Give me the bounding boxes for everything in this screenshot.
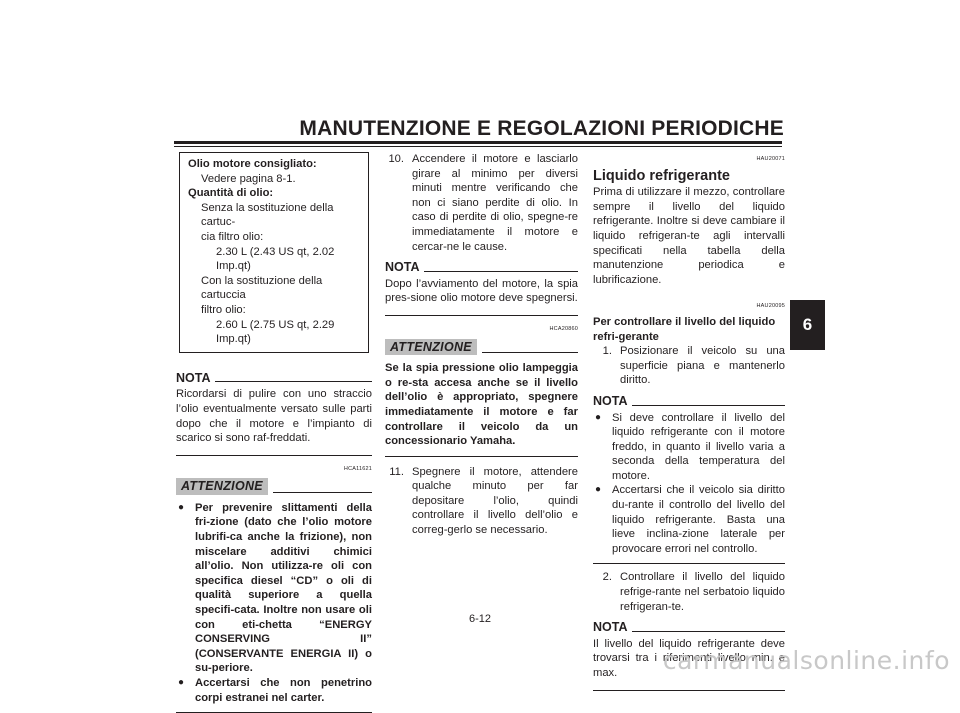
- section-title: Liquido refrigerante: [593, 167, 730, 184]
- nota-label: NOTA: [593, 393, 628, 408]
- step-item: 11. Spegnere il motore, attendere qualch…: [385, 465, 578, 538]
- chapter-tab[interactable]: 6: [790, 300, 825, 350]
- attenzione-label: ATTENZIONE: [385, 338, 477, 356]
- bullet-icon: ●: [178, 501, 185, 513]
- section-end-rule: [593, 689, 785, 691]
- attenzione-label: ATTENZIONE: [176, 478, 268, 495]
- spec-value: 2.30 L (2.43 US qt, 2.02 Imp.qt): [216, 245, 335, 273]
- bullet-text: Accertarsi che non penetrino corpi estra…: [195, 677, 372, 704]
- step-number: 1.: [602, 345, 612, 358]
- list-item: ● Per prevenire slittamenti della fri-zi…: [176, 501, 372, 676]
- nota-heading: NOTA: [385, 260, 578, 275]
- list-item: ● Si deve controllare il livello del liq…: [593, 411, 785, 484]
- nota-text: Il livello del liquido refrigerante deve…: [593, 637, 785, 679]
- step-number: 10.: [388, 153, 404, 165]
- attenzione-body: ● Per prevenire slittamenti della fri-zi…: [176, 501, 372, 705]
- spec-text: cia filtro olio:: [201, 230, 264, 243]
- ref-code: HCA20860: [549, 325, 578, 332]
- list-item: ● Accertarsi che non penetrino corpi est…: [176, 676, 372, 705]
- intro-text: Prima di utilizzare il mezzo, controllar…: [593, 186, 785, 286]
- step-item: 10. Accendere il motore e lasciarlo gira…: [385, 152, 578, 254]
- section-end-rule: [385, 455, 578, 457]
- nota-heading: NOTA: [593, 394, 785, 409]
- bullet-text: Per prevenire slittamenti della fri-zion…: [195, 501, 372, 675]
- step-item: 2. Controllare il livello del liquido re…: [593, 570, 785, 614]
- svg-text:carmanualsonline.info: carmanualsonline.info: [663, 646, 950, 675]
- page-number: 6-12: [468, 613, 492, 625]
- oil-spec-box: Olio motore consigliato: Vedere pagina 8…: [179, 152, 369, 353]
- spec-text: Senza la sostituzione della cartuc-: [201, 201, 334, 229]
- step-text: Posizionare il veicolo su una superficie…: [620, 345, 785, 387]
- bullet-text: Accertarsi che il veicolo sia diritto du…: [612, 484, 785, 555]
- column-right: HAU20071 Liquido refrigerante Prima di u…: [593, 152, 785, 691]
- bullet-icon: ●: [595, 411, 602, 423]
- spec-value: Vedere pagina 8-1.: [201, 172, 296, 185]
- nota-text: Dopo l’avviamento del motore, la spia pr…: [385, 277, 578, 305]
- nota-text: Ricordarsi di pulire con uno straccio l’…: [176, 388, 372, 445]
- step-text: Controllare il livello del liquido refri…: [620, 571, 785, 613]
- spec-value: 2.60 L (2.75 US qt, 2.29 Imp.qt): [216, 318, 335, 346]
- column-left: Olio motore consigliato: Vedere pagina 8…: [176, 152, 372, 713]
- header-rule-thin: [174, 146, 782, 147]
- nota-heading: NOTA: [176, 371, 372, 386]
- bullet-icon: ●: [595, 484, 602, 496]
- section-end-rule: [385, 314, 578, 316]
- page-header-title: MANUTENZIONE E REGOLAZIONI PERIODICHE: [299, 117, 784, 140]
- spec-label: Quantità di olio:: [188, 187, 274, 200]
- nota-label: NOTA: [593, 620, 628, 635]
- step-number: 11.: [389, 465, 404, 478]
- ref-code: HAU20071: [756, 156, 785, 162]
- list-item: ● Accertarsi che il veicolo sia diritto …: [593, 483, 785, 556]
- bullet-text: Si deve controllare il livello del liqui…: [612, 411, 785, 482]
- nota-label: NOTA: [385, 260, 420, 275]
- header-rule: [174, 141, 782, 144]
- nota-list: ● Si deve controllare il livello del liq…: [593, 411, 785, 557]
- step-item: 1. Posizionare il veicolo su una superfi…: [593, 344, 785, 388]
- watermark-logo: carmanualsonline.info: [663, 646, 950, 675]
- section-end-rule: [176, 454, 372, 456]
- attenzione-heading: ATTENZIONE: [385, 338, 578, 356]
- spec-label: Olio motore consigliato:: [188, 158, 317, 170]
- subsection-title: Per controllare il livello del liquido r…: [593, 315, 776, 343]
- spec-text: filtro olio:: [201, 303, 246, 316]
- spec-text: Con la sostituzione della cartuccia: [201, 274, 323, 302]
- step-number: 2.: [602, 571, 612, 584]
- nota-heading: NOTA: [593, 620, 785, 635]
- column-middle: 10. Accendere il motore e lasciarlo gira…: [385, 152, 578, 538]
- section-end-rule: [593, 562, 785, 565]
- bullet-icon: ●: [178, 677, 185, 688]
- step-text: Spegnere il motore, attendere qualche mi…: [412, 465, 578, 537]
- nota-label: NOTA: [176, 370, 211, 385]
- step-text: Accendere il motore e lasciarlo girare a…: [412, 153, 578, 253]
- attenzione-text: Se la spia pressione olio lampeggia o re…: [385, 362, 578, 448]
- attenzione-heading: ATTENZIONE: [176, 478, 372, 495]
- ref-code: HAU20095: [756, 303, 785, 310]
- ref-code: HCA11621: [343, 465, 372, 472]
